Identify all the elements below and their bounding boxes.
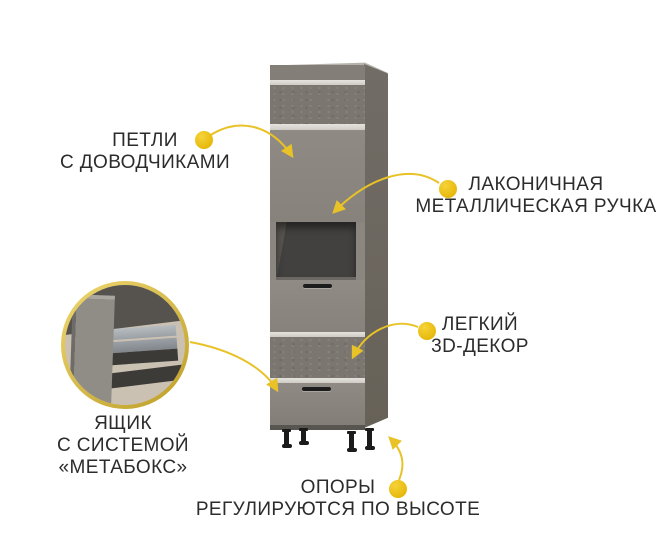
metabox-inset-photo	[65, 285, 185, 405]
label-adjustable-legs: ОПОРЫ РЕГУЛИРУЮТСЯ ПО ВЫСОТЕ	[188, 477, 488, 521]
label-metabox-drawer: ЯЩИК С СИСТЕМОЙ «МЕТАБОКС»	[28, 413, 218, 479]
label-line: ЛЕГКИЙ	[441, 314, 519, 335]
label-line: РЕГУЛИРУЮТСЯ ПО ВЫСОТЕ	[195, 499, 481, 520]
upper-door	[270, 130, 365, 285]
middle-drawer	[270, 280, 365, 332]
label-line: «МЕТАБОКС»	[58, 457, 188, 478]
cabinet-top-rail	[270, 65, 365, 80]
label-metal-handle: ЛАКОНИЧНАЯ МЕТАЛЛИЧЕСКАЯ РУЧКА	[410, 174, 662, 218]
bottom-drawer	[270, 383, 365, 425]
label-line: МЕТАЛЛИЧЕСКАЯ РУЧКА	[415, 196, 657, 217]
label-line: С ДОВОДЧИКАМИ	[59, 152, 230, 173]
label-line: ЯЩИК	[94, 413, 152, 434]
adjustable-foot	[364, 428, 375, 450]
label-line: С СИСТЕМОЙ	[56, 435, 189, 456]
trim-strip	[270, 332, 365, 337]
adjustable-foot	[281, 429, 292, 448]
middle-drawer-handle	[303, 284, 332, 288]
trim-strip	[270, 80, 365, 85]
drawer-front-panel	[69, 294, 115, 405]
label-line: 3D-ДЕКОР	[431, 336, 529, 357]
trim-strip	[270, 378, 365, 383]
decor-band-upper	[270, 85, 365, 124]
label-line: ОПОРЫ	[300, 477, 376, 498]
callout-arrow-metabox	[189, 341, 279, 393]
bottom-drawer-handle	[302, 387, 331, 391]
decor-band-lower	[270, 337, 365, 378]
adjustable-foot	[346, 431, 357, 452]
label-line: ЛАКОНИЧНАЯ	[468, 174, 604, 195]
label-hinges: ПЕТЛИ С ДОВОДЧИКАМИ	[50, 130, 240, 174]
niche-opening	[276, 222, 356, 280]
appliance-niche	[270, 222, 365, 280]
metabox-rails	[107, 324, 179, 366]
metabox-inset-circle	[61, 281, 189, 409]
trim-strip	[270, 124, 365, 130]
label-line: ПЕТЛИ	[112, 130, 178, 151]
adjustable-foot	[298, 428, 309, 445]
callout-arrow-legs	[388, 436, 404, 481]
cabinet-side-panel	[364, 64, 388, 428]
label-3d-decor: ЛЕГКИЙ 3D-ДЕКОР	[418, 314, 542, 358]
cabinet-front	[270, 65, 365, 430]
cabinet-base-edge	[270, 425, 365, 430]
